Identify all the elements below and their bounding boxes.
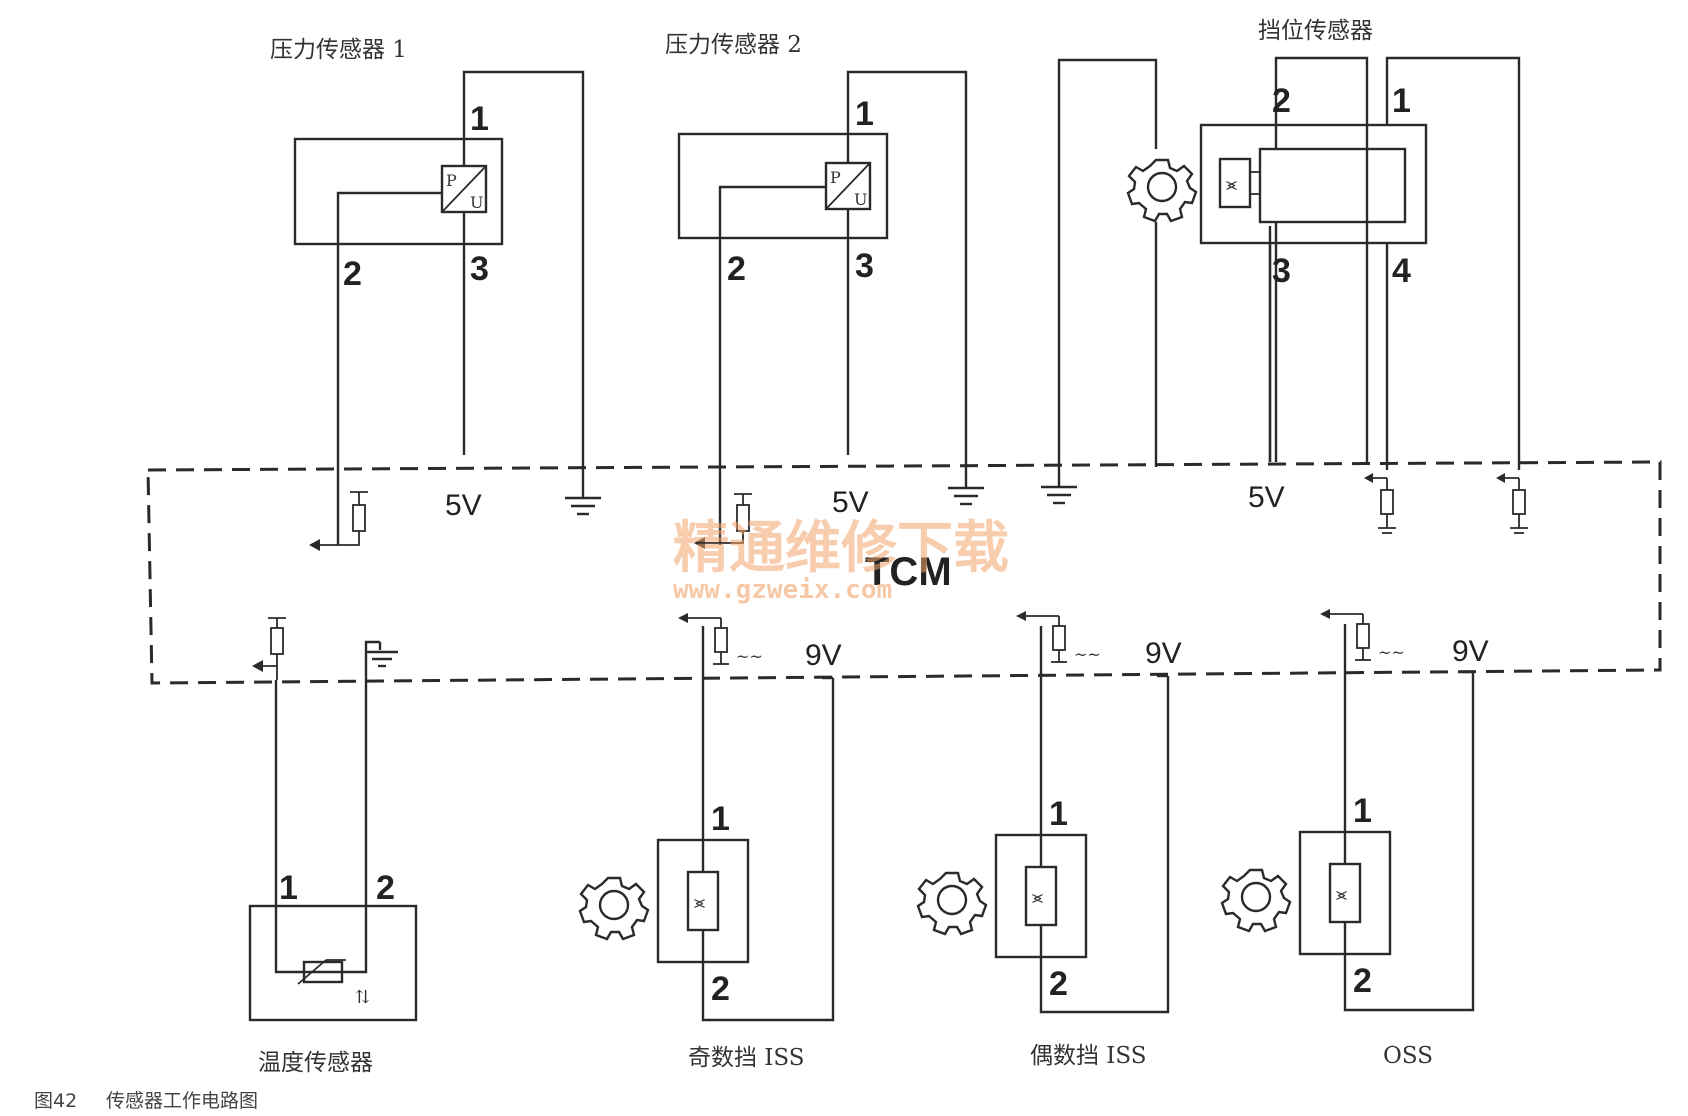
- temperature-sensor-title: 温度传感器: [258, 1050, 373, 1076]
- ps1-pin-2: 2: [343, 255, 362, 293]
- temperature-sensor-housing: [248, 904, 418, 1022]
- odd-iss-9v-label: 9V: [805, 639, 842, 672]
- svg-text:⪤: ⪤: [1336, 885, 1347, 905]
- pressure-sensor-2-title: 压力传感器 2: [665, 32, 802, 58]
- ps1-pin-3: 3: [470, 250, 489, 288]
- even-iss-9v-label: 9V: [1145, 637, 1182, 670]
- ps2-pin-3: 3: [855, 247, 874, 285]
- pulldown-resistor-icon: ~~: [678, 613, 763, 666]
- even-iss-pin-2: 2: [1049, 965, 1068, 1003]
- svg-text:⪤: ⪤: [1226, 175, 1237, 195]
- gear-position-sensor-housing: [1199, 123, 1428, 245]
- pullup-resistor-icon: [309, 491, 368, 551]
- gear-icon: [1126, 158, 1198, 223]
- gps-pin-4: 4: [1392, 252, 1411, 290]
- temp-pin-2: 2: [376, 869, 395, 907]
- figure-caption: 传感器工作电路图: [106, 1090, 258, 1112]
- pulldown-resistor-icon: ~~: [1320, 609, 1405, 662]
- svg-text:U: U: [470, 193, 483, 212]
- ground-icon: [366, 642, 398, 668]
- pressure-sensor-1-housing: [293, 137, 504, 246]
- hall-element-icon: [1218, 157, 1252, 209]
- output-speed-sensor: ⪤ 1 2 9V OSS ~~: [1220, 609, 1489, 1069]
- even-gear-iss-title: 偶数挡 ISS: [1030, 1043, 1147, 1069]
- pressure-sensor-1: 压力传感器 1 P U 1 2 3 5V: [270, 37, 601, 551]
- svg-text:~~: ~~: [1378, 643, 1405, 662]
- gear-position-sensor-body: [1258, 147, 1407, 224]
- svg-text:⪤: ⪤: [694, 893, 705, 913]
- temperature-sensor: ⇅ 1 2 温度传感器: [248, 617, 418, 1076]
- svg-text:~~: ~~: [736, 647, 763, 666]
- odd-iss-pin-1: 1: [711, 800, 730, 838]
- pressure-sensor-1-title: 压力传感器 1: [270, 37, 407, 63]
- ground-icon: [948, 486, 984, 506]
- pulldown-resistor-icon: ~~: [1016, 611, 1101, 664]
- temp-pin-1: 1: [279, 869, 298, 907]
- odd-gear-iss: ⪤ 1 2 9V 奇数挡 ISS ~~: [578, 613, 842, 1071]
- even-iss-pin-1: 1: [1049, 795, 1068, 833]
- ps2-pin-2: 2: [727, 250, 746, 288]
- figure-number: 图42: [34, 1090, 77, 1112]
- gps-pin-2: 2: [1272, 82, 1291, 120]
- gear-icon: [1220, 868, 1292, 933]
- ps2-5v-label: 5V: [832, 486, 869, 519]
- watermark-url: www.gzweix.com: [673, 575, 892, 605]
- svg-text:⪤: ⪤: [1032, 888, 1043, 908]
- ground-icon: [565, 496, 601, 516]
- tcm-label: TCM: [865, 550, 952, 594]
- watermark-title: 精通维修下载: [673, 515, 1009, 581]
- gps-pin-1: 1: [1392, 82, 1411, 120]
- thermistor-icon: ⇅: [297, 959, 370, 1008]
- pressure-sensor-2-housing: [677, 132, 889, 240]
- ps2-pin-1: 1: [855, 95, 874, 133]
- even-gear-iss: ⪤ 1 2 9V 偶数挡 ISS ~~: [916, 611, 1182, 1069]
- odd-gear-iss-title: 奇数挡 ISS: [688, 1045, 805, 1071]
- svg-text:U: U: [854, 190, 867, 209]
- ground-icon: [1041, 485, 1077, 505]
- oss-pin-2: 2: [1353, 962, 1372, 1000]
- oss-9v-label: 9V: [1452, 635, 1489, 668]
- gear-icon: [578, 876, 650, 941]
- gps-pin-3: 3: [1272, 252, 1291, 290]
- svg-text:P: P: [830, 168, 841, 187]
- gps-5v-label: 5V: [1248, 481, 1285, 514]
- odd-iss-pin-2: 2: [711, 970, 730, 1008]
- gear-icon: [916, 871, 988, 936]
- ps1-pin-1: 1: [470, 100, 489, 138]
- gear-position-sensor-title: 挡位传感器: [1258, 18, 1373, 44]
- svg-text:⇅: ⇅: [355, 987, 370, 1008]
- gear-position-sensor: 挡位传感器 ⪤ 2 1 3 4 5V: [1041, 18, 1428, 514]
- pressure-sensor-2: 压力传感器 2 P U 1 2 3 5V: [665, 32, 984, 549]
- pulldown-resistor-icon: [1364, 473, 1396, 534]
- oss-pin-1: 1: [1353, 792, 1372, 830]
- gps-wiring: [1268, 56, 1528, 534]
- svg-text:P: P: [446, 171, 457, 190]
- svg-text:~~: ~~: [1074, 645, 1101, 664]
- ps1-5v-label: 5V: [445, 489, 482, 522]
- oss-title: OSS: [1383, 1043, 1433, 1069]
- pulldown-resistor-icon: [1496, 473, 1528, 534]
- pullup-resistor-icon: [694, 493, 752, 549]
- pullup-resistor-icon: [252, 617, 286, 680]
